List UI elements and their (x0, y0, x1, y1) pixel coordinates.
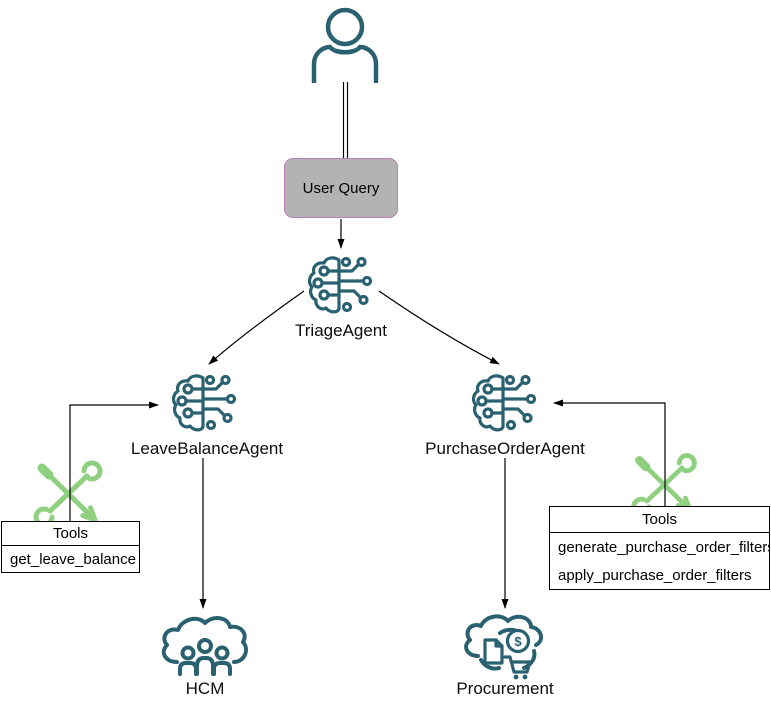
tool-item: generate_purchase_order_filters (558, 538, 769, 556)
cloud-people-icon (161, 616, 248, 676)
tool-item: get_leave_balance (10, 550, 136, 568)
tools-table-left-header: Tools (2, 522, 139, 546)
tool-item: apply_purchase_order_filters (558, 566, 752, 584)
person-icon (311, 7, 379, 83)
purchase-order-agent-brain-circuit-icon (471, 374, 537, 432)
procurement-label: Procurement (456, 679, 554, 698)
leave-balance-agent-label: LeaveBalanceAgent (130, 439, 284, 458)
leave-balance-agent-brain-circuit-icon (171, 374, 237, 432)
tools-table-right: Tools generate_purchase_order_filters ap… (549, 506, 770, 590)
purchase-order-agent-label: PurchaseOrderAgent (425, 439, 585, 458)
cloud-procurement-icon: $ (464, 614, 543, 680)
triage-agent-brain-circuit-icon (307, 256, 373, 314)
svg-text:$: $ (514, 634, 522, 649)
user-query-box: User Query (284, 158, 398, 218)
tools-table-right-header: Tools (550, 507, 769, 533)
hcm-label: HCM (185, 679, 225, 698)
tools-table-left: Tools get_leave_balance (1, 521, 140, 573)
triage-agent-label: TriageAgent (295, 321, 387, 340)
user-query-label: User Query (302, 179, 380, 197)
